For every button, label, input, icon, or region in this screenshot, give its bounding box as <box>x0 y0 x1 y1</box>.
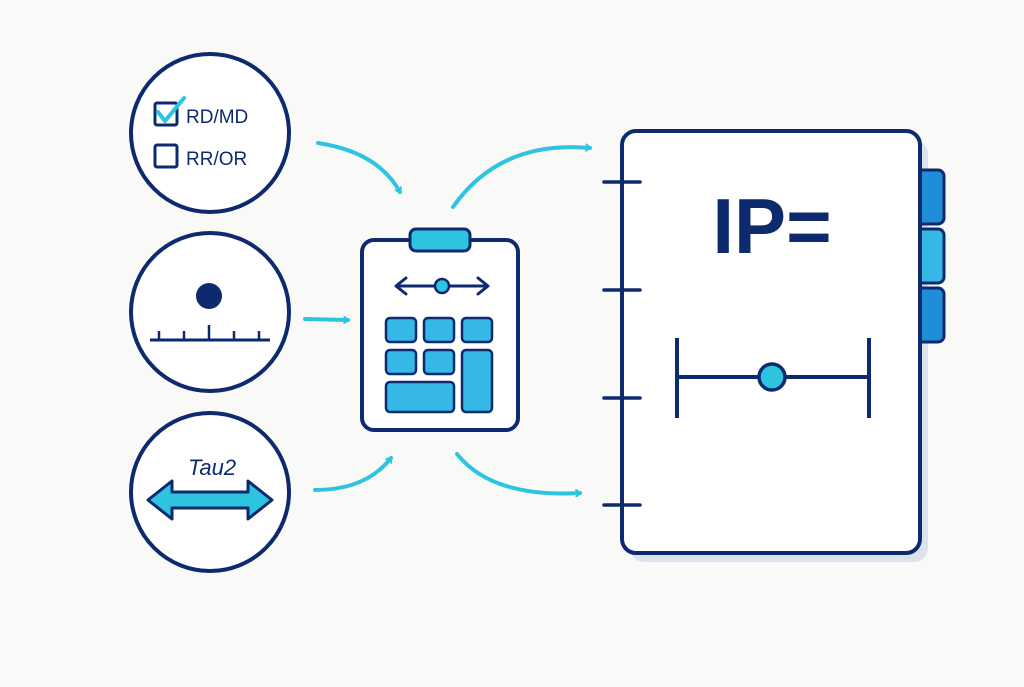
calculator-keypad <box>384 316 494 414</box>
rr-or-checkbox[interactable] <box>153 143 179 169</box>
clipboard-calculator-icon <box>360 227 520 432</box>
rd-md-checkbox[interactable] <box>153 96 186 127</box>
arrow-options-to-calculator <box>316 141 402 194</box>
arrow-estimate-to-calculator <box>303 319 350 320</box>
checkmark-icon <box>156 96 186 123</box>
arrow-calculator-to-result-bottom <box>455 452 582 494</box>
result-binder: IP= <box>602 129 946 562</box>
heterogeneity-circle: Tau2 <box>129 411 291 573</box>
effect-measure-circle: RD/MD RR/OR <box>129 52 291 214</box>
rr-or-label: RR/OR <box>186 149 247 170</box>
result-title: IP= <box>712 182 831 270</box>
rd-md-label: RD/MD <box>186 107 248 128</box>
interval-arrow-icon <box>394 276 490 296</box>
dot-on-scale-icon <box>150 283 270 342</box>
arrow-calculator-to-result-top <box>451 147 592 209</box>
point-estimate-circle <box>129 231 291 393</box>
confidence-interval-icon <box>675 338 871 418</box>
arrow-tau2-to-calculator <box>313 456 393 492</box>
tau2-label: Tau2 <box>188 455 236 480</box>
binder-rings <box>602 180 642 507</box>
double-arrow-icon <box>146 479 274 521</box>
